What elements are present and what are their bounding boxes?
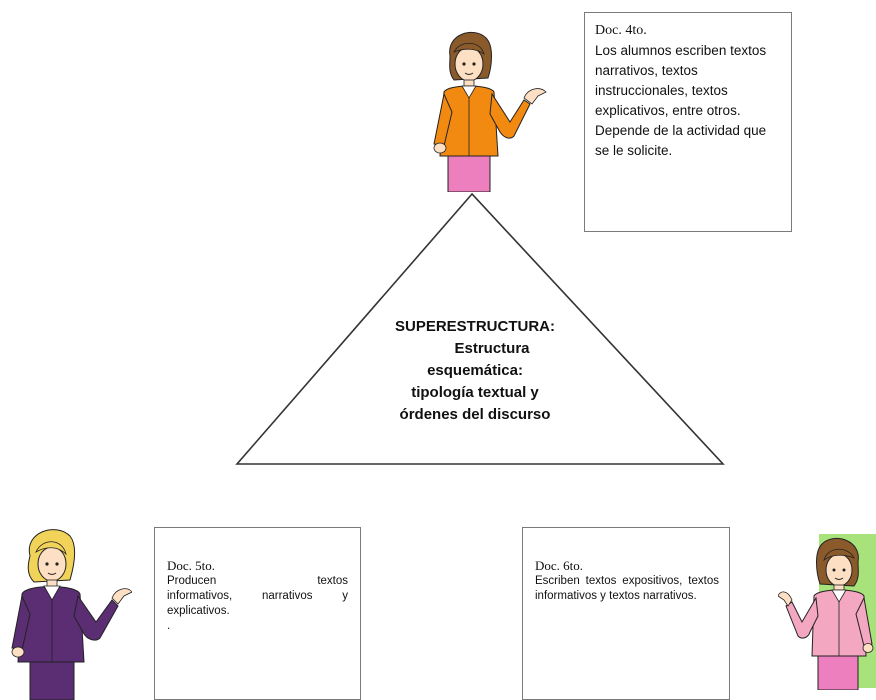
triangle-label: SUPERESTRUCTURA: Estructura esquemática:…	[360, 316, 590, 426]
triangle-line-2: Estructura	[454, 340, 530, 357]
doc-5to-line1: Producen textos	[167, 575, 348, 587]
teacher-figure-icon	[11, 529, 132, 700]
doc-5to-box: Doc. 5to. Producen textos informativos, …	[154, 527, 361, 700]
triangle-line-5: órdenes del discurso	[399, 406, 551, 423]
doc-6to-title: Doc. 6to.	[535, 558, 584, 573]
doc-4to-title: Doc. 4to.	[595, 23, 647, 38]
doc-4to-text: Los alumnos escriben textos narrativos, …	[595, 43, 767, 158]
triangle-line-3: esquemática:	[427, 362, 523, 379]
doc-4to-box: Doc. 4to. Los alumnos escriben textos na…	[584, 12, 792, 232]
doc-5to-text: informativos, narrativos y explicativos.	[167, 590, 348, 617]
doc-6to-text: Escriben textos expositivos, textos info…	[535, 575, 719, 602]
teacher-figure-icon	[433, 31, 547, 192]
teacher-figure-icon	[778, 537, 874, 690]
doc-6to-box: Doc. 6to. Escriben textos expositivos, t…	[522, 527, 730, 700]
triangle-line-1: SUPERESTRUCTURA:	[394, 318, 555, 335]
doc-5to-title: Doc. 5to.	[167, 558, 216, 573]
triangle-line-4: tipología textual y	[411, 384, 539, 401]
doc-5to-dot: .	[167, 620, 171, 632]
